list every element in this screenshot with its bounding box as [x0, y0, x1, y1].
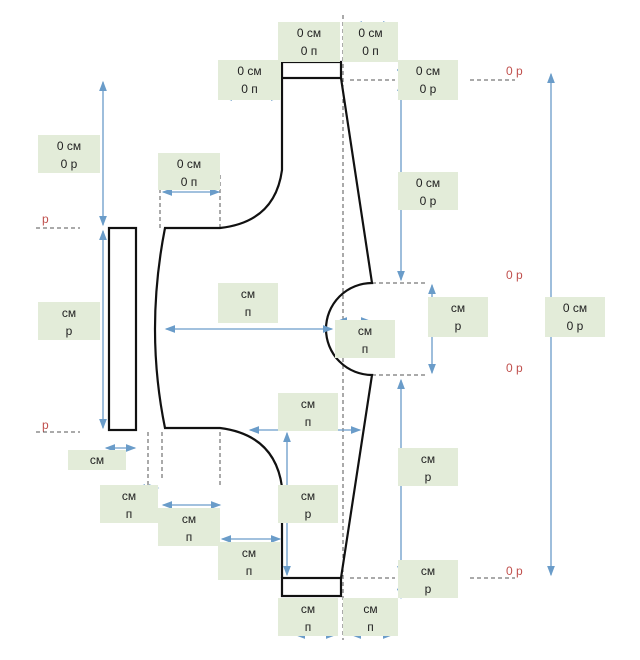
side-band [107, 226, 138, 432]
label-line: р [424, 582, 432, 596]
label-line: 0 см [176, 157, 202, 171]
dimension-label: см п [218, 542, 280, 580]
label-line: см [61, 306, 77, 320]
label-line: 0 р [60, 157, 78, 171]
dimension-label: см [68, 450, 126, 470]
label-line: р [424, 470, 432, 484]
dimension-label: 0 см 0 р [398, 172, 458, 210]
label-line: 0 р [566, 319, 584, 333]
label-line: п [367, 620, 374, 634]
dimension-label: 0 см 0 р [545, 297, 605, 337]
label-line: 0 р [419, 194, 437, 208]
dimension-label: см п [158, 508, 220, 546]
label-line: п [304, 415, 312, 429]
label-line: см [357, 324, 373, 338]
label-line: 0 см [415, 176, 441, 190]
dimension-label: 0 см 0 п [218, 60, 281, 100]
bottom-cuff [280, 576, 343, 598]
top-cuff [280, 60, 343, 80]
dimension-label: см п [343, 598, 398, 636]
label-line: 0 см [237, 64, 262, 78]
label-line: 0 п [180, 175, 198, 189]
label-line: р [304, 507, 312, 521]
label-line: п [125, 507, 133, 521]
label-line: п [361, 342, 369, 356]
dimension-label: 0 см 0 р [398, 60, 458, 100]
row-mark: р [42, 212, 49, 226]
label-line: 0 р [419, 82, 437, 96]
label-line: 0 п [241, 82, 258, 96]
dimension-label: см п [218, 283, 278, 323]
dimension-label: см п [335, 320, 395, 358]
dimension-label: см р [38, 302, 100, 340]
label-line: п [185, 530, 193, 544]
dimension-label: 0 см 0 р [38, 135, 100, 173]
label-line: см [450, 301, 466, 315]
label-line: 0 см [296, 26, 322, 40]
label-line: см [240, 287, 256, 301]
dimension-label: см р [428, 297, 488, 337]
row-mark: р [42, 418, 49, 432]
dimension-label: см р [398, 448, 458, 486]
dimension-label: см п [278, 393, 338, 431]
label-line: см [420, 564, 436, 578]
guide-lines [36, 15, 515, 640]
dimension-label: 0 см 0 п [343, 22, 398, 62]
label-line: см [300, 397, 316, 411]
dimension-label: см р [398, 560, 458, 598]
label-line: 0 см [56, 139, 82, 153]
label-line: п [244, 305, 252, 319]
label-line: 0 см [562, 301, 588, 315]
label-line: см [241, 546, 257, 560]
label-line: см [181, 512, 197, 526]
label-line: р [65, 324, 73, 338]
dimension-label: 0 см 0 п [158, 153, 220, 190]
label-line: 0 п [362, 44, 379, 58]
label-line: 0 см [415, 64, 441, 78]
label-line: см [89, 453, 105, 467]
label-line: см [300, 489, 316, 503]
dimension-label: см п [100, 485, 158, 523]
dimension-label: 0 см 0 п [278, 22, 340, 62]
label-line: п [245, 564, 253, 578]
row-mark: 0 р [506, 64, 523, 78]
row-mark: 0 р [506, 361, 523, 375]
label-line: см [420, 452, 436, 466]
row-mark: 0 р [506, 564, 523, 578]
label-line: 0 п [300, 44, 318, 58]
label-line: п [304, 620, 312, 634]
label-line: 0 см [358, 26, 383, 40]
label-line: см [363, 602, 378, 616]
label-line: см [300, 602, 316, 616]
dimension-label: см р [278, 485, 338, 523]
label-line: р [454, 319, 462, 333]
dimension-label: см п [278, 598, 338, 636]
label-line: см [121, 489, 137, 503]
row-mark: 0 р [506, 268, 523, 282]
